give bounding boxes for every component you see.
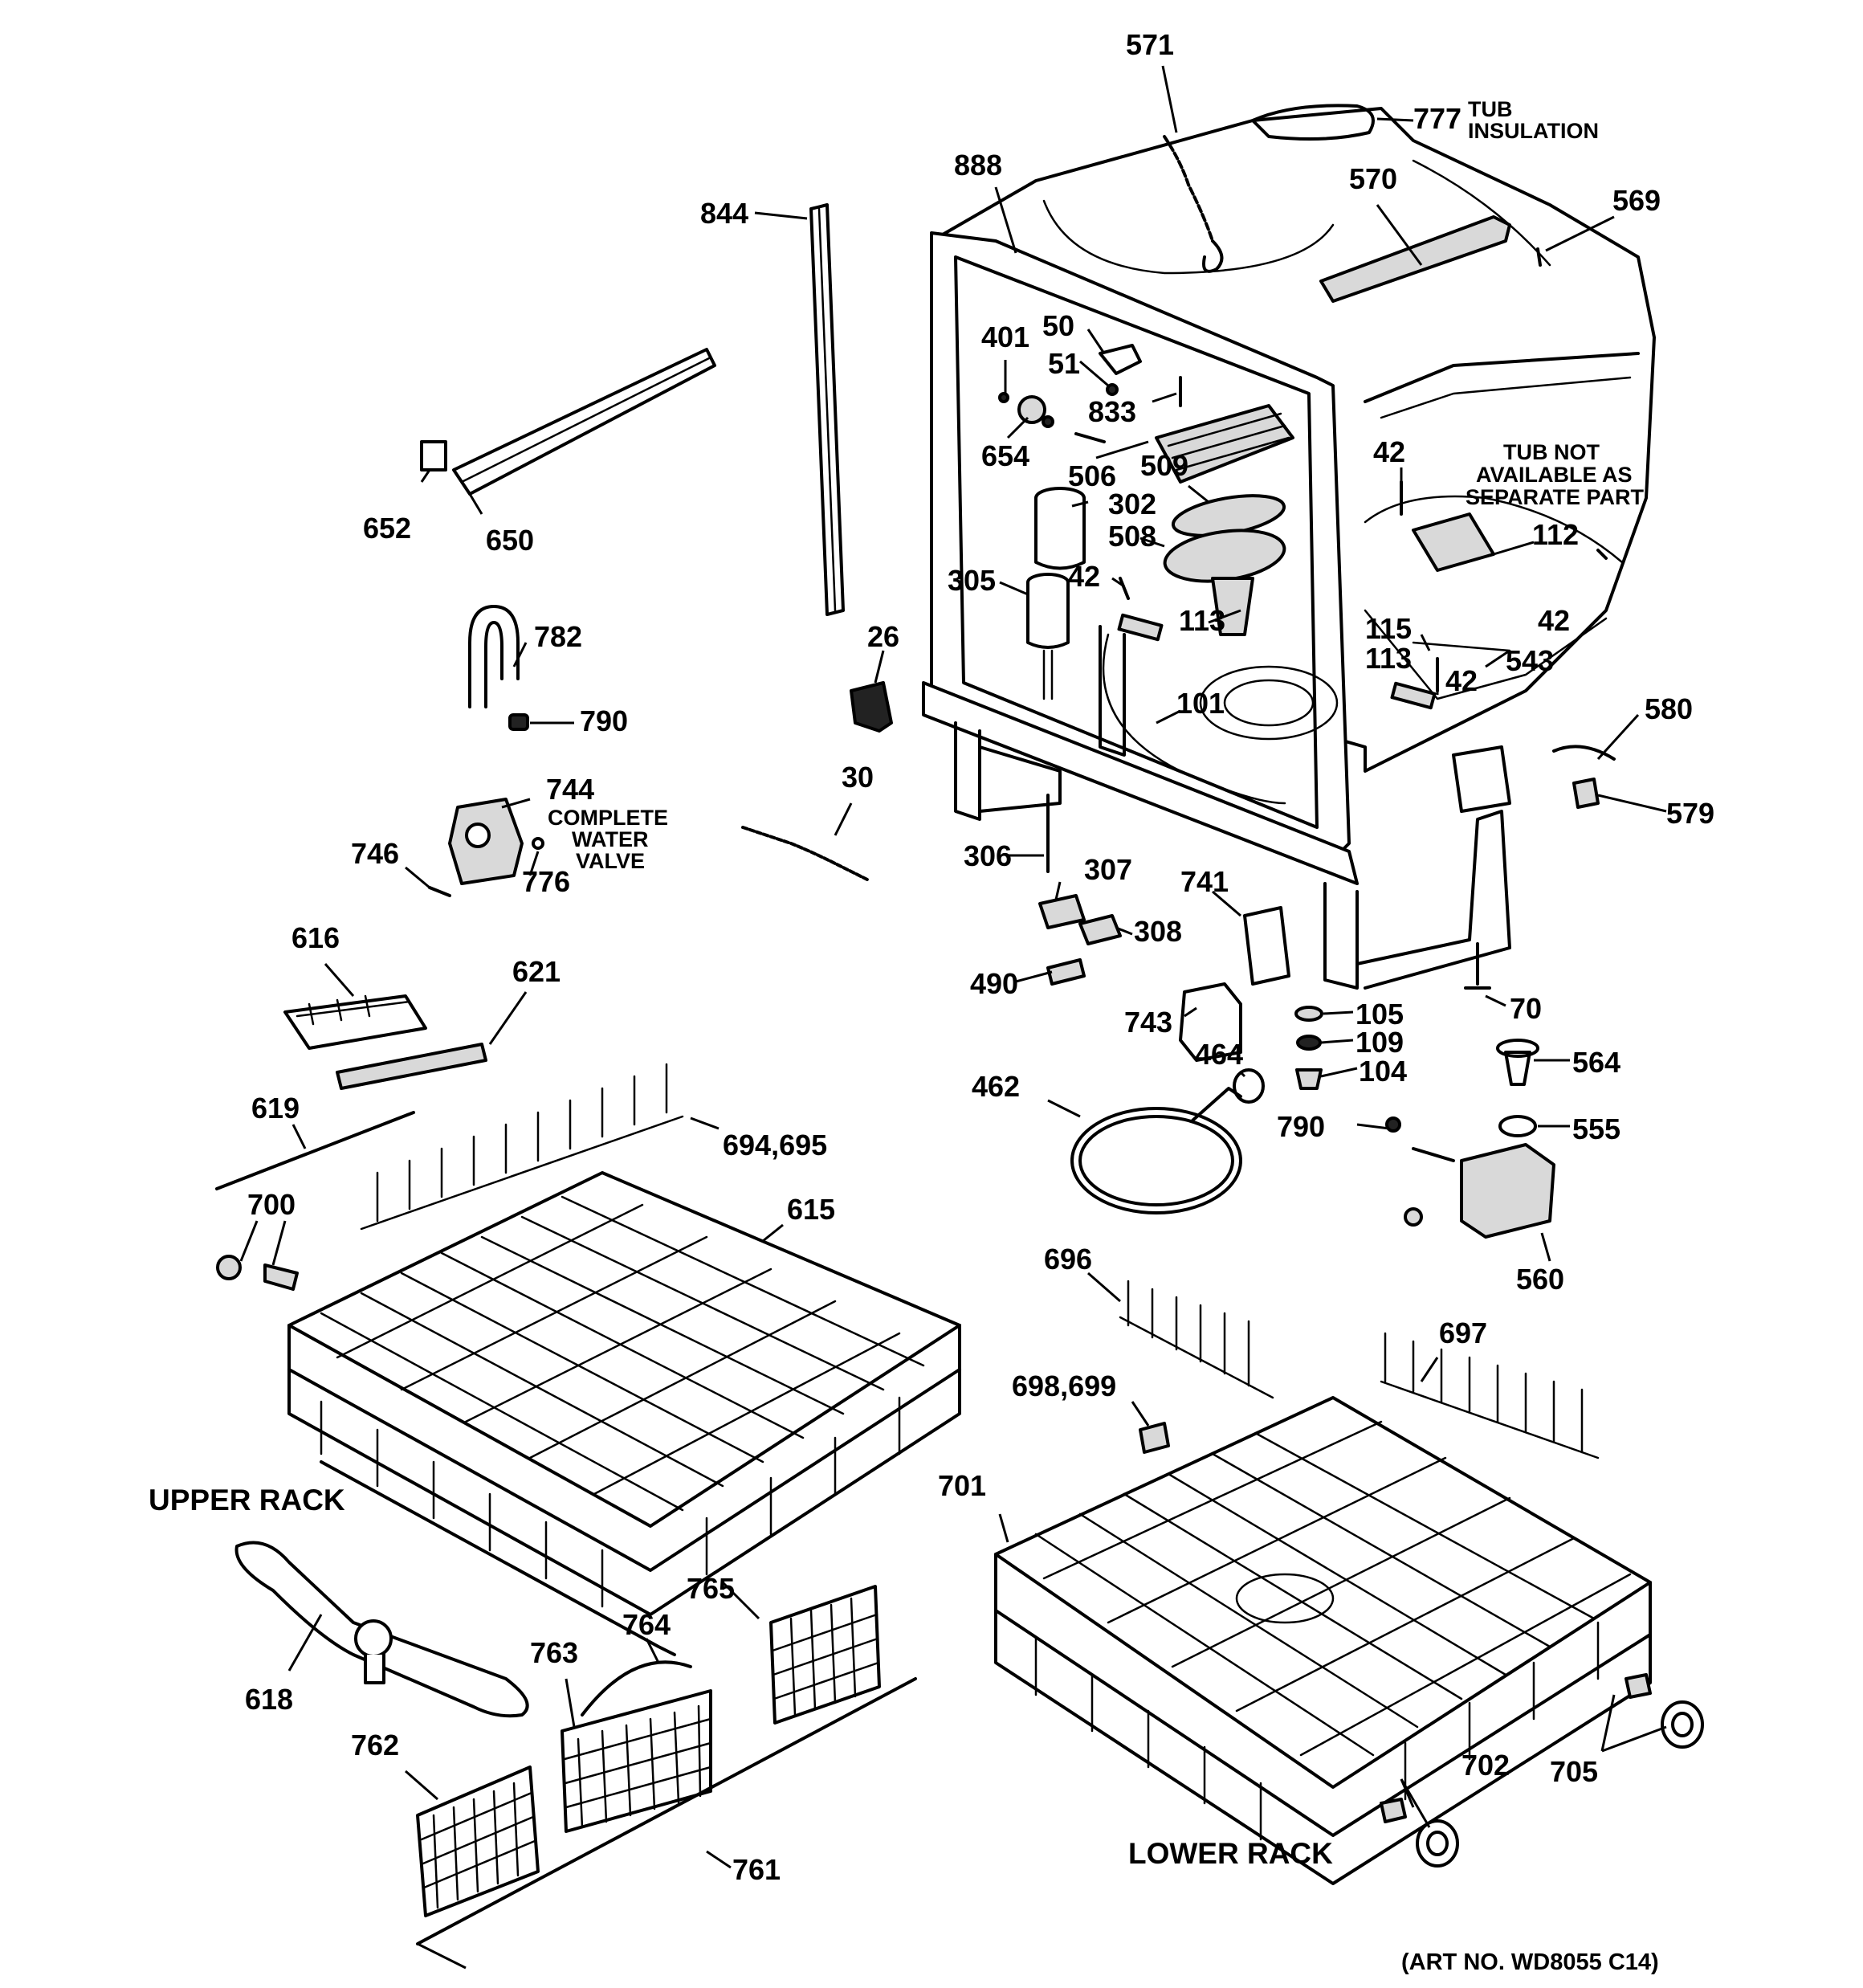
note-tub-na-3: SEPARATE PART: [1466, 485, 1645, 509]
note-tub-na-1: TUB NOT: [1503, 440, 1600, 464]
part-labels: 571 777 TUB INSULATION 888 570 569 844 4…: [245, 28, 1714, 1886]
captions: UPPER RACK LOWER RACK (ART NO. WD8055 C1…: [149, 1484, 1659, 1975]
label-506: 506: [1068, 459, 1116, 492]
label-580: 580: [1645, 692, 1693, 725]
label-50: 50: [1042, 309, 1074, 342]
label-555: 555: [1572, 1112, 1620, 1145]
label-571: 571: [1126, 28, 1174, 61]
leader-lines: [239, 65, 1667, 1869]
label-762: 762: [351, 1729, 399, 1761]
label-115: 115: [1365, 612, 1412, 645]
label-654: 654: [981, 439, 1029, 472]
label-543: 543: [1506, 644, 1554, 677]
label-650: 650: [486, 524, 534, 557]
label-113-b: 113: [1365, 642, 1412, 675]
label-42-a: 42: [1373, 435, 1405, 468]
label-569: 569: [1612, 184, 1661, 217]
label-761: 761: [732, 1853, 781, 1886]
label-777: 777: [1413, 102, 1461, 135]
label-743: 743: [1124, 1006, 1172, 1039]
label-579: 579: [1666, 797, 1714, 830]
note-valve-2: WATER: [572, 827, 649, 851]
label-113-a: 113: [1179, 604, 1225, 637]
label-508: 508: [1108, 520, 1156, 553]
label-464: 464: [1195, 1038, 1243, 1071]
label-560: 560: [1516, 1263, 1564, 1296]
art-number: (ART NO. WD8055 C14): [1401, 1949, 1659, 1975]
note-tub-na-2: AVAILABLE AS: [1476, 463, 1633, 487]
label-619: 619: [251, 1092, 300, 1125]
label-746: 746: [351, 837, 399, 870]
label-744: 744: [546, 773, 594, 806]
label-790-b: 790: [1277, 1110, 1325, 1143]
label-308: 308: [1134, 915, 1182, 948]
door-parts: [420, 203, 1616, 1239]
label-306: 306: [964, 839, 1012, 872]
label-564: 564: [1572, 1046, 1620, 1079]
label-833: 833: [1088, 395, 1136, 428]
label-615: 615: [787, 1193, 835, 1226]
label-652: 652: [363, 512, 411, 545]
label-302: 302: [1108, 488, 1156, 520]
label-42-d: 42: [1445, 664, 1478, 697]
label-101: 101: [1176, 687, 1225, 720]
lower-rack-group: [994, 1280, 1704, 1885]
note-tub-insulation-1: TUB: [1468, 97, 1513, 121]
label-888: 888: [954, 149, 1002, 182]
label-42-b: 42: [1068, 560, 1100, 593]
label-694-695: 694,695: [723, 1129, 827, 1161]
note-valve-3: VALVE: [576, 849, 645, 873]
label-782: 782: [534, 620, 582, 653]
label-109: 109: [1355, 1026, 1404, 1059]
label-621: 621: [512, 955, 561, 988]
tub-assembly: [922, 104, 1656, 990]
label-305: 305: [948, 564, 996, 597]
label-490: 490: [970, 967, 1018, 1000]
label-105: 105: [1355, 998, 1404, 1031]
label-698-699: 698,699: [1012, 1370, 1116, 1402]
label-509: 509: [1140, 449, 1188, 482]
label-42-c: 42: [1538, 604, 1570, 637]
note-tub-insulation-2: INSULATION: [1468, 119, 1599, 143]
label-570: 570: [1349, 162, 1397, 195]
caption-lower-rack: LOWER RACK: [1128, 1837, 1333, 1870]
label-701: 701: [938, 1469, 986, 1502]
label-705: 705: [1550, 1755, 1598, 1788]
caption-upper-rack: UPPER RACK: [149, 1484, 345, 1517]
label-307: 307: [1084, 853, 1132, 886]
label-70: 70: [1510, 992, 1542, 1025]
silverware-baskets: [416, 1585, 917, 1970]
label-763: 763: [530, 1636, 578, 1669]
label-401: 401: [981, 320, 1029, 353]
label-51: 51: [1048, 347, 1080, 380]
label-112: 112: [1532, 518, 1579, 551]
note-valve-1: COMPLETE: [548, 806, 668, 830]
label-765: 765: [687, 1572, 735, 1605]
label-104: 104: [1359, 1055, 1407, 1088]
upper-rack-group: [215, 994, 961, 1718]
label-26: 26: [867, 620, 899, 653]
label-697: 697: [1439, 1316, 1487, 1349]
label-462: 462: [972, 1070, 1020, 1103]
label-741: 741: [1180, 865, 1229, 898]
label-700: 700: [247, 1188, 296, 1221]
label-618: 618: [245, 1683, 293, 1716]
label-844: 844: [700, 197, 748, 230]
label-790-a: 790: [580, 704, 628, 737]
label-776: 776: [522, 865, 570, 898]
label-30: 30: [842, 761, 874, 794]
label-702: 702: [1461, 1749, 1510, 1782]
label-696: 696: [1044, 1243, 1092, 1276]
label-616: 616: [291, 921, 340, 954]
label-764: 764: [622, 1608, 671, 1641]
